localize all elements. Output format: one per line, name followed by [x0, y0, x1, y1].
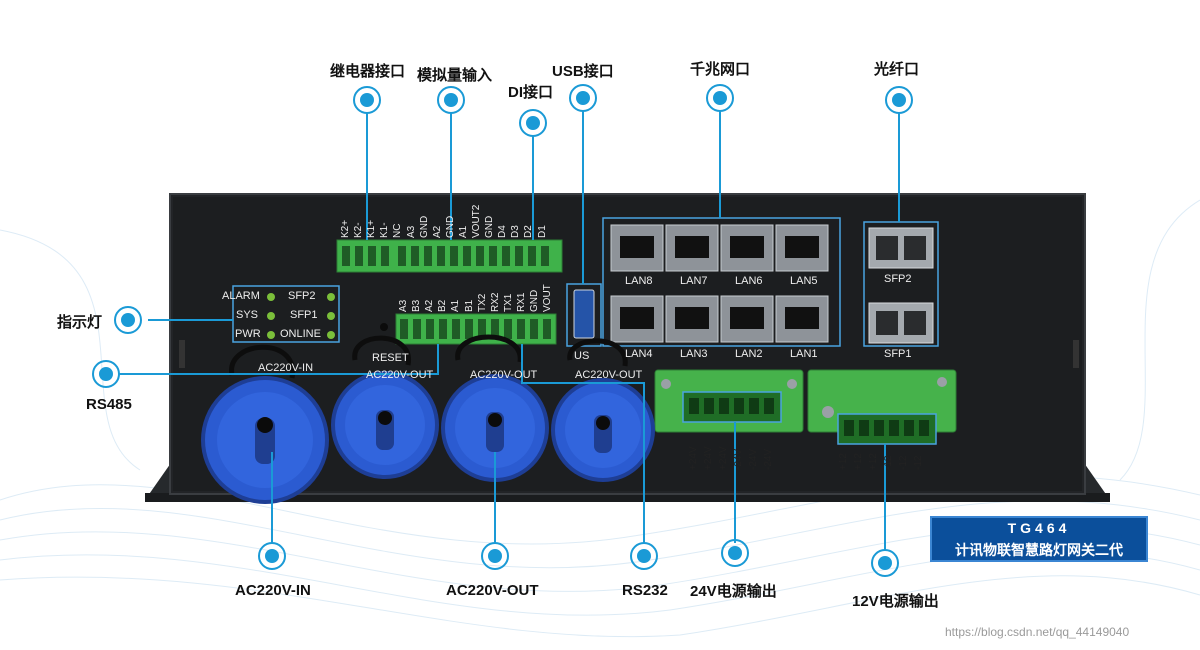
pin-12v-label-2: +12	[868, 453, 879, 470]
pin-24v-label-1: +24V	[703, 446, 714, 470]
pin-12v-label-5: -12	[913, 455, 924, 470]
pin-12v-label-0: +12	[838, 453, 849, 470]
lan5-label: LAN5	[790, 275, 818, 287]
ac-connector-out-1	[331, 335, 439, 479]
target-fiber	[885, 86, 913, 114]
target-gigabit	[706, 84, 734, 112]
model-number: TG464	[1007, 520, 1071, 536]
lan3-label: LAN3	[680, 348, 708, 360]
top-pin-label-9: A1	[457, 225, 469, 238]
top-pin-label-14: D2	[523, 225, 535, 238]
led-pwr-label: PWR	[235, 328, 261, 340]
target-analog	[437, 86, 465, 114]
target-ac-out	[481, 542, 509, 570]
usb-panel-label: US	[574, 350, 590, 362]
target-rs485	[92, 360, 120, 388]
target-ac-in	[258, 542, 286, 570]
top-pin-label-3: K1-	[379, 222, 391, 238]
lan2-label: LAN2	[735, 348, 763, 360]
top-pin-label-4: NC	[392, 223, 404, 238]
mid-pin-label-4: A1	[450, 299, 462, 312]
led-alarm-label: ALARM	[222, 290, 260, 302]
indicator-label: 指示灯	[57, 314, 103, 331]
top-pin-label-7: A2	[431, 225, 443, 238]
target-relay	[353, 86, 381, 114]
pin-12v-label-4: -12	[898, 455, 909, 470]
top-pin-label-0: K2+	[340, 219, 351, 238]
target-usb	[569, 84, 597, 112]
mid-pin-label-1: B3	[411, 299, 423, 312]
sfp1-port-label: SFP1	[884, 348, 912, 360]
di-interface-label: DI接口	[508, 84, 554, 101]
pin-24v-label-5: -24V	[763, 448, 774, 470]
target-di	[519, 109, 547, 137]
product-name: 计讯物联智慧路灯网关二代	[955, 542, 1123, 558]
fiber-port-label: 光纤口	[874, 61, 920, 78]
lan8-label: LAN8	[625, 275, 653, 287]
ac-out-panel-label-3: AC220V-OUT	[575, 369, 643, 381]
led-sfp2-label: SFP2	[288, 290, 316, 302]
mid-pin-label-7: RX2	[489, 292, 501, 312]
mid-pin-label-5: B1	[463, 299, 475, 312]
mid-pin-label-8: TX1	[502, 293, 514, 312]
top-pin-label-13: D3	[510, 225, 522, 238]
target-12v	[871, 549, 899, 577]
mid-pin-label-11: VOUT	[542, 284, 554, 312]
led-sfp1-label: SFP1	[290, 309, 318, 321]
mid-pin-label-6: TX2	[476, 293, 488, 312]
relay-interface-label: 继电器接口	[330, 63, 406, 80]
ac-out-label: AC220V-OUT	[446, 582, 539, 599]
watermark-url: https://blog.csdn.net/qq_44149040	[945, 625, 1130, 639]
mid-pin-label-10: GND	[529, 289, 540, 312]
pin-24v-label-0: +24V	[688, 446, 699, 470]
lan4-label: LAN4	[625, 348, 653, 360]
lan6-label: LAN6	[735, 275, 763, 287]
rs232-label: RS232	[622, 582, 668, 599]
top-pin-label-5: A3	[405, 225, 417, 238]
ac-connector-out-2	[441, 334, 549, 482]
top-pin-label-11: GND	[484, 215, 496, 238]
top-pin-label-8: GND	[444, 215, 456, 238]
analog-input-label: 模拟量输入	[417, 67, 493, 84]
top-pin-label-12: D4	[497, 225, 509, 238]
lan1-label: LAN1	[790, 348, 818, 360]
ac-out-panel-label-1: AC220V-OUT	[366, 369, 434, 381]
mid-pin-label-2: A2	[424, 299, 436, 312]
top-pin-label-10: VOUT2	[471, 204, 482, 238]
mid-pin-label-9: RX1	[515, 292, 527, 312]
ac-in-panel-label: AC220V-IN	[258, 362, 314, 374]
pin-24v-label-3: -24V	[733, 448, 744, 470]
pin-12v-label-1: +12	[853, 453, 864, 470]
top-pin-label-6: GND	[418, 215, 430, 238]
reset-label: RESET	[372, 352, 409, 364]
rs485-label: RS485	[86, 396, 132, 413]
target-indicator	[114, 306, 142, 334]
top-pin-label-2: K1+	[366, 219, 378, 238]
usb-interface-label: USB接口	[552, 63, 614, 80]
model-badge: TG464 计讯物联智慧路灯网关二代	[930, 516, 1148, 562]
target-rs232	[630, 542, 658, 570]
ac-in-label: AC220V-IN	[235, 582, 311, 599]
ac-out-panel-label-2: AC220V-OUT	[470, 369, 538, 381]
top-pin-label-15: D1	[536, 225, 548, 238]
24v-output-label: 24V电源输出	[690, 583, 777, 600]
pin-24v-label-2: +24V	[718, 446, 729, 470]
lan7-label: LAN7	[680, 275, 708, 287]
12v-output-label: 12V电源输出	[852, 593, 939, 610]
led-sys-label: SYS	[236, 309, 259, 321]
top-pin-label-1: K2-	[353, 222, 365, 238]
led-online-label: ONLINE	[280, 328, 321, 340]
mid-pin-label-3: B2	[437, 299, 449, 312]
pin-12v-label-3: -12	[883, 455, 894, 470]
ac-connector-out-3	[551, 338, 655, 482]
sfp2-port-label: SFP2	[884, 273, 912, 285]
target-24v	[721, 539, 749, 567]
gigabit-port-label: 千兆网口	[690, 61, 751, 78]
pin-24v-label-4: -24V	[748, 448, 759, 470]
ac-connector-in	[201, 344, 329, 504]
mid-pin-label-0: A3	[398, 299, 409, 312]
